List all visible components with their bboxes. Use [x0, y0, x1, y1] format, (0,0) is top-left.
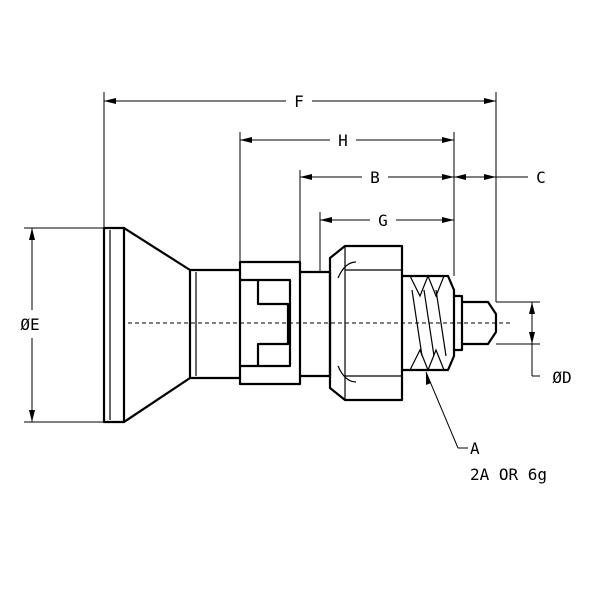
label-a: A [470, 439, 480, 458]
label-h: H [338, 131, 348, 150]
dimension-f [103, 92, 497, 302]
dimension-h [239, 132, 455, 276]
dimension-g [319, 212, 454, 272]
index-plunger-body [102, 226, 510, 424]
dimension-e [24, 227, 104, 423]
label-d: ØD [552, 368, 571, 387]
thread-class-note: 2A OR 6g [470, 465, 547, 484]
label-b: B [370, 168, 380, 187]
pin-collar [452, 294, 464, 352]
thread-crests [409, 274, 445, 372]
hex-chamfer [337, 261, 357, 383]
leader-a [425, 371, 468, 449]
castle-slot-inner [256, 278, 290, 368]
dimension-b [299, 170, 454, 262]
knob-neck [188, 268, 242, 380]
dimension-d [496, 301, 540, 377]
knob-cone [122, 226, 192, 424]
castle-nut [238, 260, 302, 386]
knob-rim [102, 226, 126, 424]
label-c: C [536, 168, 546, 187]
label-g: G [378, 211, 388, 230]
label-e: ØE [20, 315, 39, 334]
label-f: F [294, 92, 304, 111]
shank [298, 270, 332, 378]
dimension-c [454, 174, 528, 180]
